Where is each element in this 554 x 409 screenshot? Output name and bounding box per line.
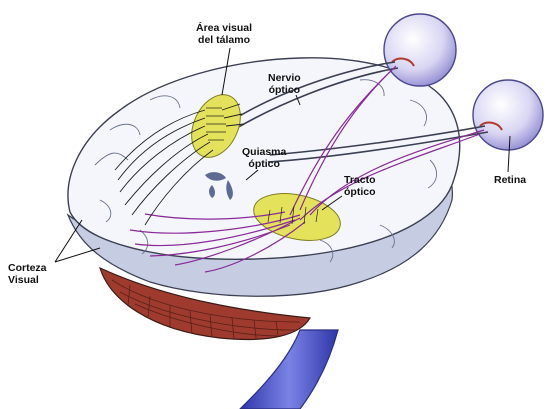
label-optic-tract: Tracto óptico	[344, 174, 376, 198]
label-optic-nerve: Nervio óptico	[268, 72, 301, 96]
label-optic-nerve-line1: Nervio	[268, 72, 301, 84]
label-thalamus-line2: del tálamo	[196, 34, 252, 46]
brainstem	[240, 330, 338, 409]
label-thalamus-line1: Área visual	[196, 22, 252, 34]
label-cortex: Corteza Visual	[8, 262, 47, 286]
label-retina: Retina	[494, 174, 526, 186]
label-cortex-line1: Corteza	[8, 262, 47, 274]
label-optic-tract-line1: Tracto	[344, 174, 376, 186]
label-retina-line1: Retina	[494, 174, 526, 186]
label-chiasm-line1: Quiasma	[242, 146, 286, 158]
label-optic-nerve-line2: óptico	[268, 84, 301, 96]
label-chiasm-line2: óptico	[242, 158, 286, 170]
label-thalamus: Área visual del tálamo	[196, 22, 252, 46]
label-chiasm: Quiasma óptico	[242, 146, 286, 170]
label-cortex-line2: Visual	[8, 274, 47, 286]
label-optic-tract-line2: óptico	[344, 186, 376, 198]
eye-upper	[384, 14, 456, 86]
eye-lower	[473, 80, 543, 150]
